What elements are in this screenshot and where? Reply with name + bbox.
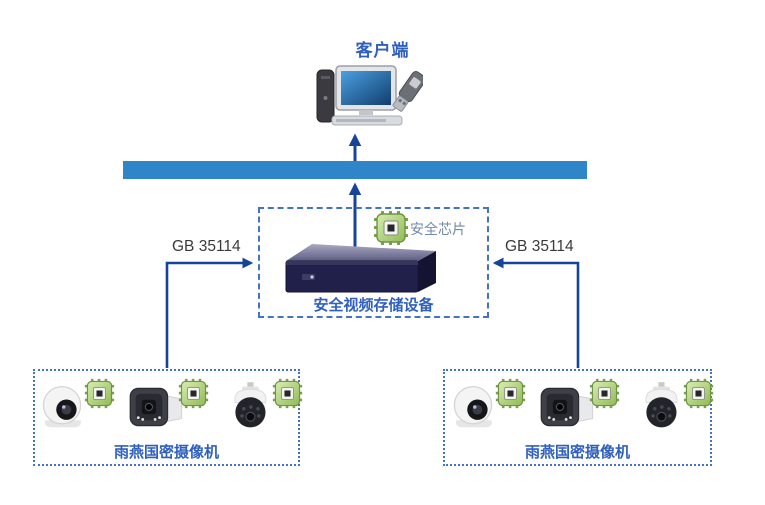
camera-group-label-right: 雨燕国密摄像机 xyxy=(524,444,630,461)
security-chip-label: 安全芯片 xyxy=(410,221,466,237)
protocol-label-right: GB 35114 xyxy=(505,238,574,255)
camera-item xyxy=(219,378,303,440)
security-chip-icon xyxy=(178,378,209,409)
client-device-icons xyxy=(316,65,423,126)
camera-item xyxy=(442,378,526,440)
nvr-storage-device-icon xyxy=(285,244,436,293)
storage-group-box xyxy=(258,207,489,318)
security-chip-icon xyxy=(272,378,303,409)
camera-item xyxy=(31,378,115,440)
security-chip-icon xyxy=(683,378,714,409)
camera-row xyxy=(442,378,714,440)
camera-row xyxy=(31,378,303,440)
camera-item xyxy=(536,378,620,440)
network-bus-bar xyxy=(123,161,587,179)
desktop-computer-icon xyxy=(316,65,403,126)
security-chip-icon xyxy=(589,378,620,409)
left-camera-to-storage-arrow xyxy=(165,257,254,368)
camera-group-label-left: 雨燕国密摄像机 xyxy=(113,444,219,461)
security-chip-icon xyxy=(84,378,115,409)
camera-group-box-right: 雨燕国密摄像机 xyxy=(443,369,712,466)
security-chip-icon xyxy=(495,378,526,409)
right-camera-to-storage-arrow xyxy=(492,257,580,368)
protocol-label-left: GB 35114 xyxy=(172,238,241,255)
usb-drive-icon xyxy=(392,71,423,112)
security-chip-icon xyxy=(373,210,409,246)
camera-group-box-left: 雨燕国密摄像机 xyxy=(33,369,300,466)
camera-item xyxy=(125,378,209,440)
client-title: 客户端 xyxy=(355,41,410,60)
camera-item xyxy=(630,378,714,440)
storage-device-label: 安全视频存储设备 xyxy=(313,297,434,314)
